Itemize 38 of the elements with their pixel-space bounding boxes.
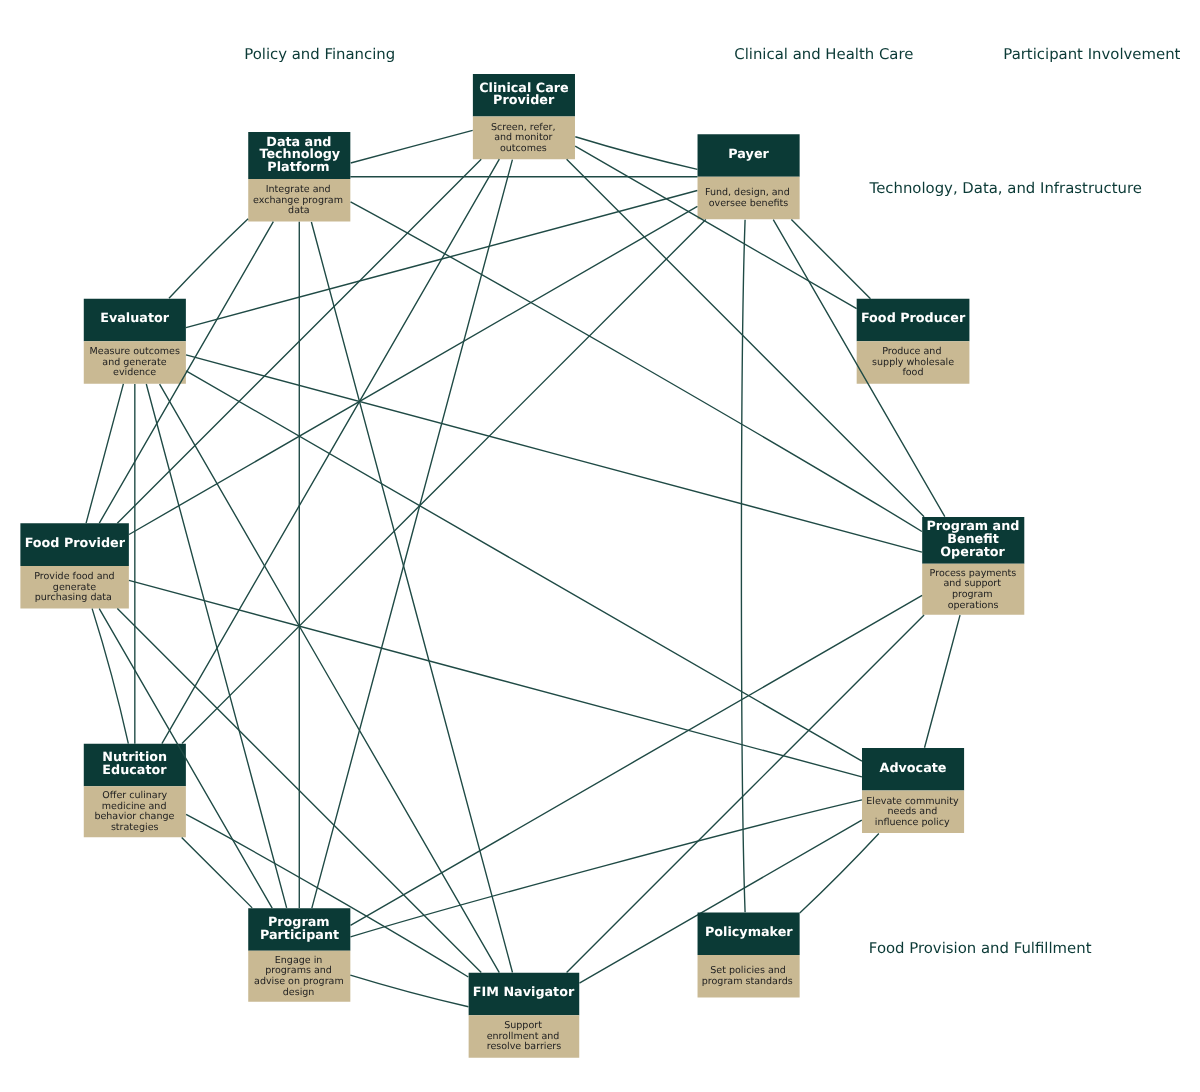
connector — [565, 613, 925, 973]
connector — [116, 606, 482, 973]
connector — [134, 382, 136, 744]
connector — [350, 128, 474, 163]
connector — [349, 798, 863, 937]
connector — [311, 157, 514, 908]
connector — [349, 200, 923, 532]
connector — [740, 217, 746, 913]
connector — [85, 382, 125, 523]
connector — [799, 831, 880, 913]
connector — [168, 217, 249, 298]
connector — [565, 157, 925, 517]
connector — [923, 613, 961, 748]
connector — [574, 135, 699, 170]
connector — [185, 369, 863, 761]
connector — [772, 217, 946, 517]
connector — [181, 835, 253, 908]
connector — [185, 353, 923, 552]
connector — [578, 818, 863, 983]
connector — [128, 578, 863, 777]
connector — [310, 220, 514, 973]
connector — [185, 188, 698, 328]
connector — [128, 204, 699, 535]
connector — [574, 144, 858, 309]
connector — [298, 220, 300, 908]
connector — [98, 606, 273, 908]
connector — [349, 973, 470, 1007]
connector — [349, 593, 923, 926]
connector — [181, 217, 707, 744]
connector — [349, 175, 699, 177]
connector — [161, 157, 501, 744]
connector — [158, 382, 500, 973]
connector — [91, 606, 130, 744]
connector — [185, 812, 469, 977]
connector — [116, 157, 482, 523]
connector — [98, 220, 275, 523]
connector — [790, 217, 872, 299]
connector — [145, 382, 288, 908]
